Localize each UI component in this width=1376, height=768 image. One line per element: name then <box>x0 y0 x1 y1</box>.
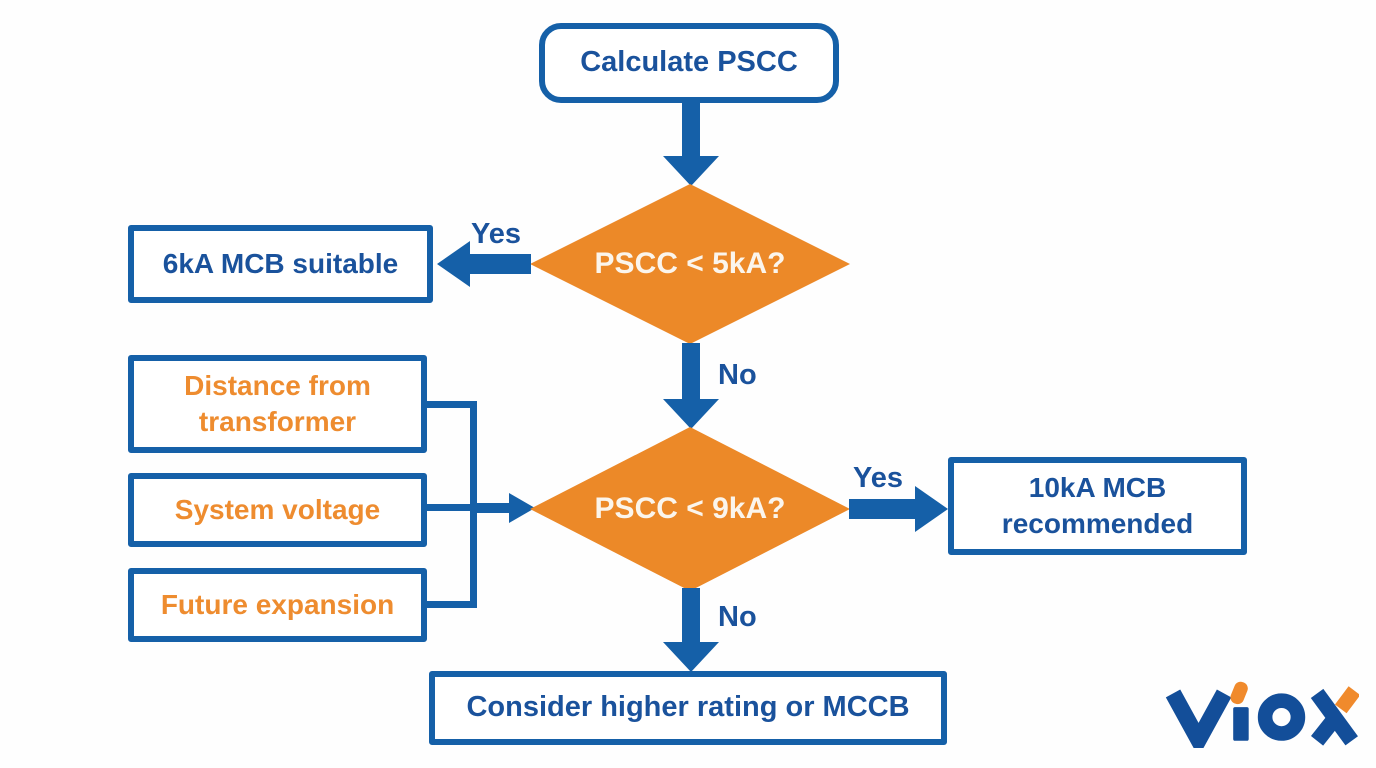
logo-letter-v <box>1165 689 1232 748</box>
arrow-decision1-no <box>663 343 719 429</box>
factor-future-expansion: Future expansion <box>128 568 427 642</box>
logo-letter-x-lower <box>1310 714 1341 746</box>
arrow-shaft <box>682 101 700 156</box>
arrow-start-to-decision1 <box>663 101 719 186</box>
factor-label: Future expansion <box>160 588 395 620</box>
node-10ka-mcb-recommended: 10kA MCB recommended <box>948 457 1247 555</box>
factor-distance-from-transformer: Distance from transformer <box>128 355 427 453</box>
arrow-decision2-yes <box>849 486 948 532</box>
node-consider-higher-rating: Consider higher rating or MCCB <box>429 671 947 745</box>
logo-i-accent-icon <box>1230 681 1248 705</box>
node-6ka-mcb-suitable: 6kA MCB suitable <box>128 225 433 303</box>
node-label: Consider higher rating or MCCB <box>466 691 910 724</box>
arrow-shaft <box>470 254 531 274</box>
arrow-factors-to-decision2 <box>475 493 535 523</box>
arrow-decision2-no <box>663 588 719 672</box>
factor-label: Distance from transformer <box>184 369 371 437</box>
viox-logo <box>1165 681 1359 748</box>
arrow-head <box>509 493 535 523</box>
arrow-head <box>437 241 470 287</box>
connector-line <box>427 401 477 408</box>
decision-label: PSCC < 9kA? <box>594 492 786 525</box>
node-calculate-pscc: Calculate PSCC <box>539 23 839 103</box>
decision-pscc-9ka: PSCC < 9kA? <box>530 427 850 591</box>
factor-system-voltage: System voltage <box>128 473 427 547</box>
factor-label: System voltage <box>174 493 381 525</box>
edge-label-yes-2: Yes <box>853 462 903 494</box>
logo-letter-x-accent-icon <box>1334 686 1359 714</box>
arrow-shaft <box>682 588 700 642</box>
node-label: 6kA MCB suitable <box>162 247 399 279</box>
decision-pscc-5ka: PSCC < 5kA? <box>530 184 850 344</box>
arrow-shaft <box>849 499 915 519</box>
arrow-shaft <box>682 343 700 399</box>
logo-letter-o <box>1257 693 1306 741</box>
arrow-head <box>663 399 719 429</box>
decision-label: PSCC < 5kA? <box>594 247 786 280</box>
edge-label-no-2: No <box>718 601 757 633</box>
edge-label-yes-1: Yes <box>471 218 521 250</box>
arrow-head <box>915 486 948 532</box>
connector-line <box>427 504 477 511</box>
connector-line <box>427 601 477 608</box>
arrow-decision1-yes <box>437 241 531 287</box>
node-label: 10kA MCB recommended <box>1001 471 1194 539</box>
logo-letter-x-main <box>1310 688 1358 746</box>
arrow-head <box>663 642 719 672</box>
connector-line <box>470 401 477 608</box>
node-label: Calculate PSCC <box>580 46 798 79</box>
arrow-shaft <box>475 503 509 513</box>
arrow-head <box>663 156 719 186</box>
edge-label-no-1: No <box>718 359 757 391</box>
logo-letter-i <box>1233 707 1249 741</box>
